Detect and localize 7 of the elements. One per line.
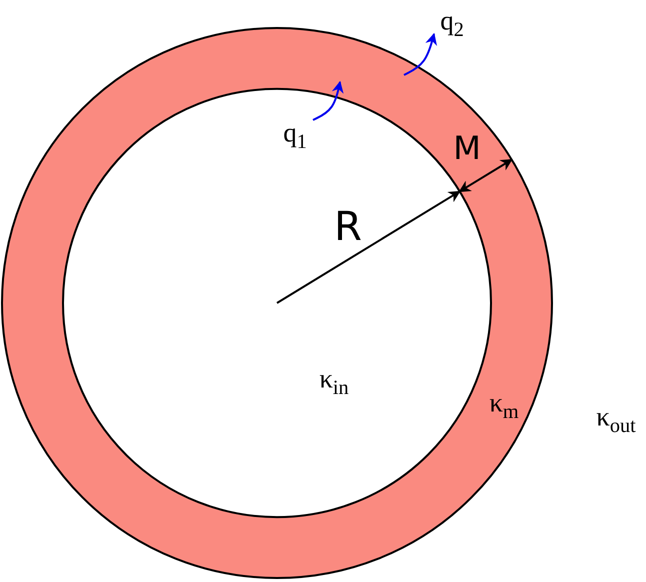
radius-label: R <box>334 207 362 247</box>
conductivity-label: κ$_{out}$ <box>596 404 636 436</box>
conductivity-label: κ$_{in}$ <box>319 366 349 398</box>
conductivity-label: κ$_{m}$ <box>489 390 519 422</box>
flux-label: q$_{2}$ <box>440 8 464 40</box>
flux-label: q$_{1}$ <box>283 120 307 152</box>
thickness-label: M <box>453 132 481 164</box>
